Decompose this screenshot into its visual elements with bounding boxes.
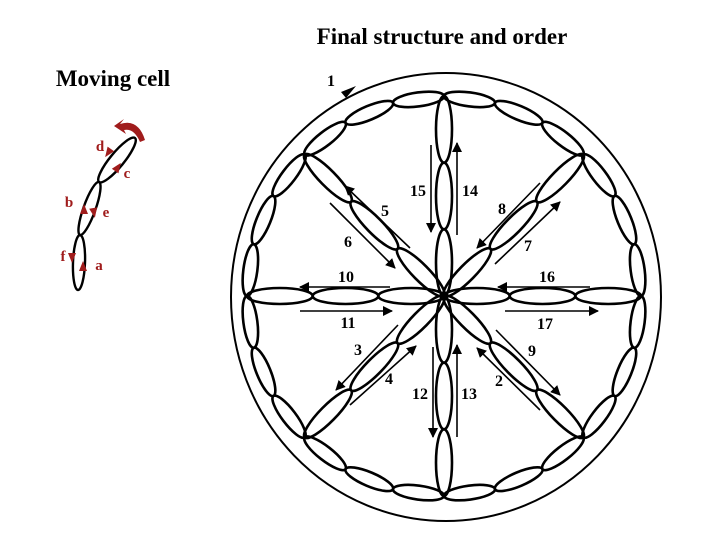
spoke-cell [349, 199, 400, 251]
arrow-line [476, 182, 541, 249]
order-label: 7 [524, 238, 532, 255]
moving-cell-title: Moving cell [56, 66, 170, 91]
spoke-cell [434, 94, 454, 164]
center-hub [440, 292, 448, 300]
red-arrowhead-icon [80, 204, 88, 214]
red-arrowhead-icon [105, 146, 115, 158]
order-label: 11 [340, 315, 355, 332]
order-arrow-16: 16 [497, 269, 590, 292]
wheel-structure [230, 72, 662, 522]
arrow-line [329, 202, 396, 269]
order-arrow-6: 6 [329, 202, 396, 269]
arrowhead [341, 86, 356, 98]
order-arrow-17: 17 [505, 306, 599, 333]
order-arrow-15: 15 [410, 145, 436, 233]
spoke-cell [377, 286, 446, 306]
arrow-line [495, 329, 561, 396]
order-arrow-1: 1 [327, 73, 356, 98]
order-label: 12 [412, 386, 428, 403]
cell-body [77, 180, 102, 237]
order-label: 5 [381, 203, 389, 220]
order-arrow-3: 3 [335, 324, 399, 391]
spoke-cell [434, 228, 454, 298]
ring-cell [344, 466, 395, 493]
ring-cell [611, 194, 638, 246]
spoke-cell [508, 286, 577, 306]
spoke-cell [434, 361, 454, 431]
moving-cell: a b c d e f [61, 119, 145, 292]
spoke-cell [302, 388, 354, 440]
order-label: 17 [537, 316, 553, 333]
order-arrow-13: 13 [452, 344, 477, 437]
spoke-cell [434, 294, 454, 364]
final-structure-title: Final structure and order [317, 24, 568, 49]
spoke-cell [302, 152, 354, 204]
order-label: 3 [354, 342, 362, 359]
red-arrowhead-icon [68, 253, 76, 263]
arrow-line [476, 347, 541, 411]
ring-cell [493, 99, 544, 126]
order-label: 1 [327, 73, 335, 90]
ring-cell [611, 346, 638, 398]
order-arrow-14: 14 [452, 142, 478, 235]
spoke-cell [434, 428, 454, 498]
order-label: 6 [344, 234, 352, 251]
order-label: 2 [495, 373, 503, 390]
spoke-cell [311, 286, 380, 306]
moving-step-label: b [65, 195, 73, 211]
arrow-line [494, 201, 561, 265]
order-arrow-12: 12 [412, 347, 438, 438]
red-arrowhead-icon [111, 162, 121, 174]
order-arrow-7: 7 [494, 201, 561, 265]
order-arrow-4: 4 [349, 345, 417, 406]
order-label: 4 [385, 371, 393, 388]
spoke-cell [442, 286, 511, 306]
order-arrow-2: 2 [476, 347, 541, 411]
order-arrow-5: 5 [344, 185, 411, 249]
outer-circle [230, 72, 662, 522]
order-arrow-11: 11 [300, 306, 393, 332]
moving-step-label: e [103, 205, 110, 221]
spoke-cell [245, 286, 314, 306]
order-label: 15 [410, 183, 426, 200]
red-arrowhead-icon [79, 261, 87, 271]
moving-step-label: f [61, 249, 67, 265]
order-label: 16 [539, 269, 555, 286]
arrow-line [335, 324, 399, 391]
arrow-line [349, 345, 417, 406]
red-arrowhead-icon [89, 207, 98, 218]
order-label: 13 [461, 386, 477, 403]
order-arrow-10: 10 [299, 269, 390, 292]
ring-cell [250, 346, 277, 398]
moving-step-label: d [96, 139, 105, 155]
spoke-cell [434, 161, 454, 231]
order-arrow-8: 8 [476, 182, 541, 249]
rotate-arrow-icon [114, 119, 145, 142]
order-arrow-9: 9 [495, 329, 561, 396]
moving-step-label: a [95, 258, 103, 274]
moving-step-label: c [124, 166, 131, 182]
spoke-cell [534, 152, 586, 204]
spoke-cell [534, 388, 586, 440]
ring-cell [493, 466, 544, 493]
order-label: 9 [528, 343, 536, 360]
cell-body [71, 233, 87, 292]
arrow-line [344, 185, 411, 249]
spoke-cell [574, 286, 643, 306]
ring-cell [344, 99, 395, 126]
order-label: 8 [498, 201, 506, 218]
order-label: 14 [462, 183, 478, 200]
cell-body [97, 136, 137, 184]
order-label: 10 [338, 269, 354, 286]
